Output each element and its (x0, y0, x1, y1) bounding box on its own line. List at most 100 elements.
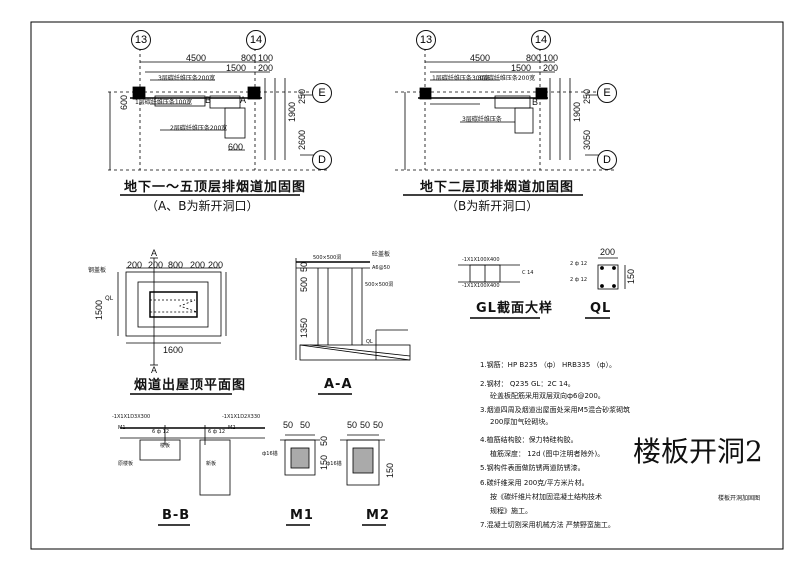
opening-label: 500×500洞 (313, 255, 342, 261)
dim-label: 3050 (582, 129, 592, 150)
bar-label: 6 ф 12 (152, 429, 169, 435)
concrete-cover-label: 砼盖板 (372, 251, 391, 258)
ql-title: QL (590, 301, 612, 316)
dim-label: 2600 (297, 129, 307, 150)
cfrp-note: 2层碳纤维压条200宽 (170, 125, 228, 132)
axis-d-bubble: D (312, 150, 332, 170)
axis-14-bubble: 14 (246, 30, 266, 50)
m2-title: M2 (366, 508, 390, 523)
dim-label: 50 (300, 420, 311, 430)
chimney-plan-drawing (117, 257, 227, 366)
note-line: 植筋深度： 12d (图中注明者除外)。 (490, 450, 605, 458)
dim-label: 100 (543, 53, 559, 63)
plan2-subtitle: （B为新开洞口） (446, 199, 539, 213)
dim-label: 150 (385, 462, 395, 478)
elevation-label: -1X1X1D3X300 (112, 414, 151, 420)
axis-e-bubble: E (597, 83, 617, 103)
drawing-subtitle: 楼板开洞加固图 (718, 495, 761, 502)
dim-label: 600 (228, 142, 244, 152)
note-line: 6.碳纤维采用 200克/平方米片材。 (480, 479, 589, 487)
opening-label: 500×500洞 (365, 282, 394, 288)
note-line: 规程》施工。 (490, 507, 532, 515)
dim-label: 50 (299, 261, 309, 272)
drawing-title: 楼板开洞2 (633, 435, 763, 468)
opening-a-label: A (240, 95, 247, 105)
axis-e-bubble: E (312, 83, 332, 103)
dim-label: 1350 (299, 317, 309, 338)
chimney-plan-title: 烟道出屋顶平面图 (134, 378, 247, 393)
gl-detail-drawing (458, 257, 626, 290)
dim-label: 200 (127, 260, 143, 270)
slab-label: 楼板 (160, 443, 171, 449)
m1-drawing (280, 434, 320, 476)
section-aa-title: A-A (324, 377, 353, 392)
dim-label: 200 (600, 247, 616, 257)
cfrp-note: 3层碳纤维压条200宽 (158, 75, 216, 82)
dim-label: 600 (119, 94, 129, 110)
dim-label: 150 (626, 268, 636, 284)
dim-label: 50 (360, 420, 371, 430)
elevation-label: -1X1X1D2X330 (222, 414, 261, 420)
m1-tag: M1 (118, 425, 126, 431)
elevation-label: -1X1X100X400 (462, 283, 500, 289)
dim-label: 250 (297, 88, 307, 104)
bar-label: 2 ф 12 (570, 261, 587, 267)
dim-label: 800 (168, 260, 184, 270)
dim-label: 200 (258, 63, 274, 73)
dim-label: 250 (582, 88, 592, 104)
cut-mark-a: A (151, 365, 158, 375)
ql-label: QL (105, 295, 114, 302)
drawing-border (30, 21, 784, 550)
bar-label: 6 ф 12 (208, 429, 225, 435)
plan1-subtitle: （A、B为新开洞口） (146, 199, 259, 213)
note-line: 4.植筋结构胶：保力特硅构胶。 (480, 436, 578, 444)
dim-label: 100 (258, 53, 274, 63)
dim-label: 50 (347, 420, 358, 430)
dim-label: 1600 (163, 345, 184, 355)
dim-label: 1900 (287, 101, 297, 122)
plan2-title: 地下二层顶排烟道加固图 (420, 180, 575, 195)
note-line: 按《碳纤维片材加固混凝土结构技术 (490, 493, 602, 501)
axis-14-bubble: 14 (531, 30, 551, 50)
note-line: 7.混凝土切割采用机械方法 严禁野蛮施工。 (480, 521, 615, 529)
dim-label: 50 (283, 420, 294, 430)
plan1-drawing (108, 48, 330, 171)
section-bb-title: B-B (162, 508, 191, 523)
dim-label: 50 (319, 435, 329, 446)
note-line: 砼盖板配筋采用双层双向ф6@200。 (490, 392, 605, 400)
dim-label: 200 (543, 63, 559, 73)
opening-b-label: B (205, 95, 212, 105)
plan2-drawing (395, 48, 615, 171)
dim-label: 1500 (226, 63, 247, 73)
dim-label: 200 (190, 260, 206, 270)
dim-label: 4500 (186, 53, 207, 63)
note-line: 1.钢筋：HP B235 （ф） HRB335 （ф）。 (480, 361, 616, 369)
dim-label: 1900 (572, 101, 582, 122)
elevation-label: -1X1X100X400 (462, 257, 500, 263)
plan1-title: 地下一～五顶层排烟道加固图 (124, 180, 307, 195)
opening-b-label: B (532, 97, 539, 107)
anchor-label: ф16锚 (262, 451, 278, 457)
note-line: 200厚加气砼砌块。 (490, 418, 553, 426)
cfrp-note: 3层碳纤维压条 (462, 116, 502, 123)
dim-label: 50 (373, 420, 384, 430)
dim-label: 200 (208, 260, 224, 270)
bar-label: 2 ф 12 (570, 277, 587, 283)
steel-cover-label: 钢盖板 (88, 267, 107, 274)
dim-label: 200 (148, 260, 164, 270)
gl-detail-title: GL截面大样 (476, 301, 553, 316)
old-slab-label: 原楼板 (118, 461, 134, 467)
note-line: 3.烟道四周及烟道出屋面处采用M5混合砂浆砌筑 (480, 406, 631, 414)
bar-label: A6@50 (372, 265, 390, 271)
channel-label: C 14 (522, 270, 534, 276)
m1-title: M1 (290, 508, 314, 523)
section-aa-drawing (295, 258, 411, 361)
section-bb-drawing (120, 425, 265, 496)
anchor-label: ф16锚 (326, 461, 342, 467)
cut-mark-a: A (151, 248, 158, 258)
dim-label: 800 (241, 53, 257, 63)
note-line: 5.钢构件表面做防锈两道防锈漆。 (480, 464, 585, 472)
dim-label: 1500 (511, 63, 532, 73)
